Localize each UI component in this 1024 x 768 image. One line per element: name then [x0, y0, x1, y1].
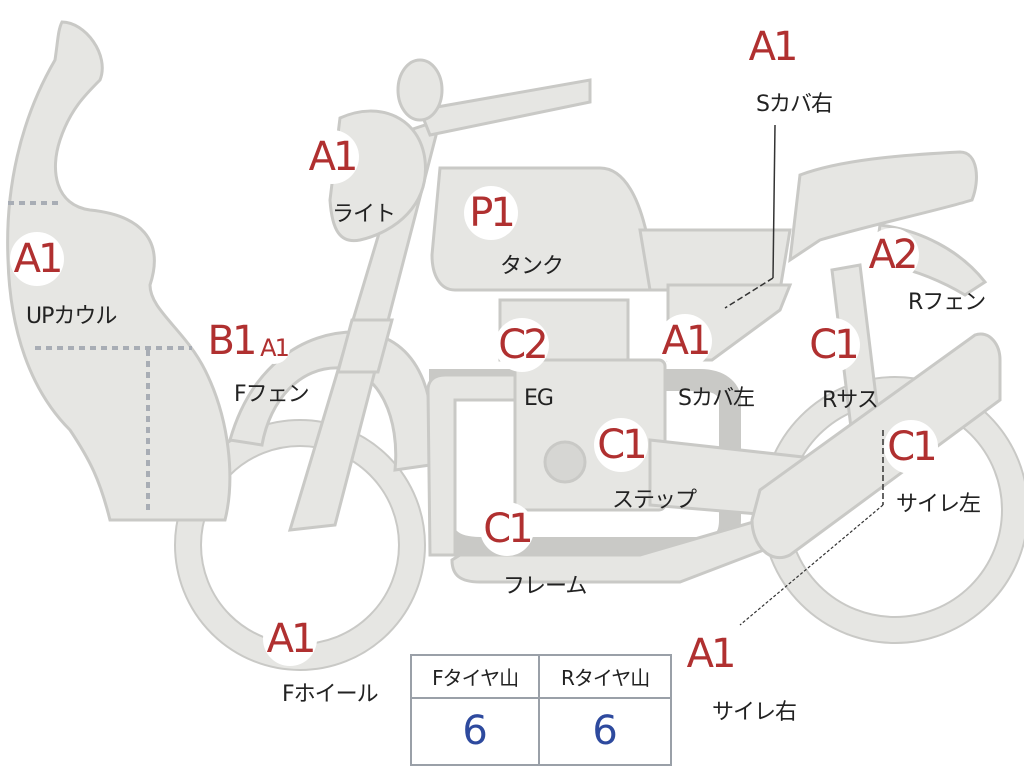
label-engine: EG: [524, 386, 554, 411]
grade-f-fender: B1: [204, 314, 258, 368]
label-s-cover-right: Sカバ右: [756, 92, 833, 117]
grade-r-suspension: C1: [806, 318, 860, 372]
grade-light: A1: [305, 130, 359, 184]
header-rear-tire: Rタイヤ山: [538, 654, 672, 699]
header-front-tire: Fタイヤ山: [409, 654, 541, 699]
label-muffler-right: サイレ右: [712, 700, 797, 725]
label-r-suspension: Rサス: [822, 388, 879, 413]
label-muffler-left: サイレ左: [896, 492, 981, 517]
grade-muffler-right: A1: [683, 627, 737, 681]
value-rear-tire: 6: [538, 696, 672, 767]
muffler: [750, 332, 1002, 559]
grade-step: C1: [594, 418, 648, 472]
upper-cowl: [6, 20, 232, 522]
grade-f-wheel: A1: [263, 612, 317, 666]
grade-frame: C1: [480, 502, 534, 556]
grade-up-cowl: A1: [10, 232, 64, 286]
grade-f-fender-secondary: A1: [258, 332, 290, 364]
value-front-tire: 6: [409, 696, 541, 767]
seat: [638, 228, 792, 292]
grade-muffler-left: C1: [884, 420, 938, 474]
grade-tank: P1: [464, 186, 518, 240]
grade-engine: C2: [495, 318, 549, 372]
label-f-wheel: Fホイール: [282, 682, 379, 707]
label-step: ステップ: [612, 488, 697, 513]
label-light: ライト: [332, 202, 396, 227]
label-frame: フレーム: [503, 574, 587, 599]
tire-tread-table: Fタイヤ山 Rタイヤ山 6 6: [409, 654, 672, 767]
grade-s-cover-right: A1: [745, 20, 799, 74]
label-r-fender: Rフェン: [908, 290, 986, 315]
label-tank: タンク: [500, 254, 564, 279]
label-f-fender: Fフェン: [234, 382, 310, 407]
handlebar: [417, 78, 592, 137]
grade-r-fender: A2: [865, 228, 919, 282]
label-up-cowl: UPカウル: [26, 304, 117, 329]
grade-s-cover-left: A1: [658, 314, 712, 368]
label-s-cover-left: Sカバ左: [678, 386, 755, 411]
